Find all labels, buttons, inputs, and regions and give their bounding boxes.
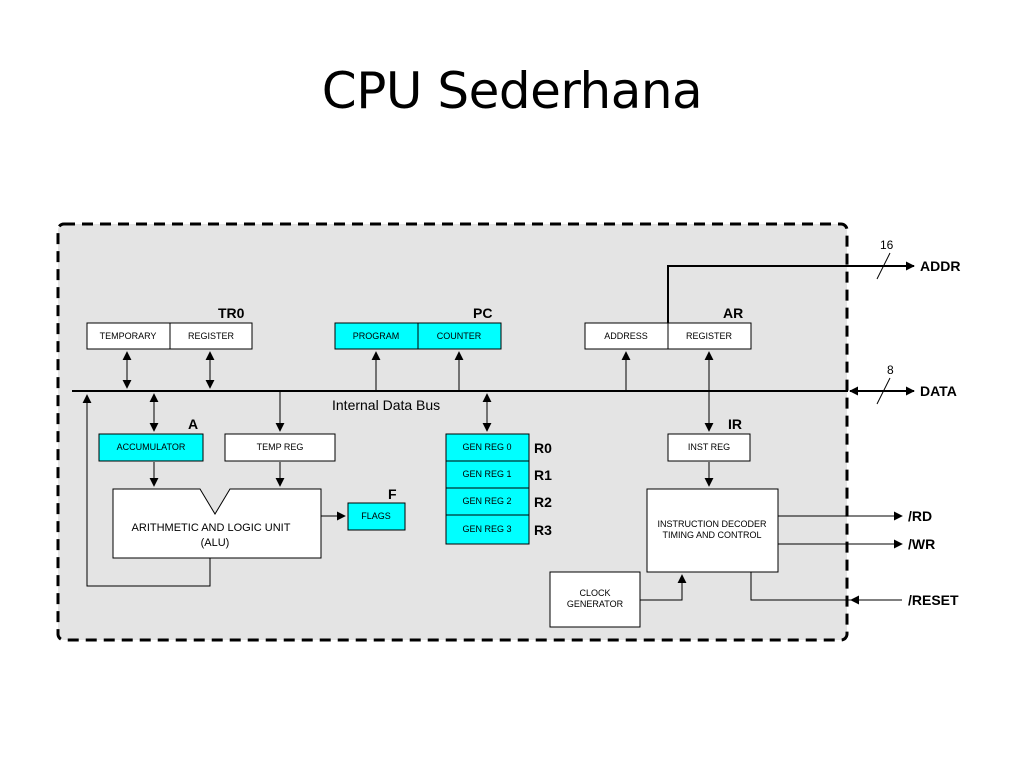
clock-generator-box (549, 571, 641, 628)
temp-reg-box (224, 433, 336, 462)
clock-label-line1: CLOCK (579, 588, 610, 598)
accumulator-box (98, 433, 204, 462)
pc-register-left (334, 322, 419, 350)
inst-reg-box (667, 433, 751, 462)
gen-reg-2-name: R2 (534, 494, 552, 510)
clock-to-decoder (640, 574, 687, 601)
addr-bus-line (667, 261, 915, 323)
flags-name: F (388, 486, 397, 502)
flags-label: FLAGS (361, 511, 391, 521)
tr0-name: TR0 (218, 305, 245, 321)
cpu-boundary (56, 222, 849, 642)
gen-reg-3-box (445, 514, 530, 545)
pc-name: PC (473, 305, 492, 321)
pc-register-right (417, 322, 502, 350)
gen-reg-2-label: GEN REG 2 (462, 496, 511, 506)
temp-reg-label: TEMP REG (257, 442, 304, 452)
inst-reg-label: INST REG (688, 442, 730, 452)
flags-box (347, 502, 406, 531)
bus-label: Internal Data Bus (332, 397, 440, 413)
tr0-register-left (86, 322, 171, 350)
ir-name: IR (728, 416, 742, 432)
decoder-box (646, 488, 779, 573)
accumulator-name: A (188, 416, 198, 432)
accumulator-label: ACCUMULATOR (117, 442, 186, 452)
reset-to-decoder (750, 572, 851, 601)
ar-label-right: REGISTER (686, 331, 733, 341)
pc-label-right: COUNTER (437, 331, 482, 341)
wr-signal-label: /WR (908, 536, 935, 552)
gen-reg-0-box (445, 433, 530, 462)
alu-label-line2: (ALU) (201, 537, 230, 549)
ar-label-left: ADDRESS (604, 331, 648, 341)
tr0-label-right: REGISTER (188, 331, 235, 341)
tr0-label-left: TEMPORARY (100, 331, 157, 341)
gen-reg-1-name: R1 (534, 467, 552, 483)
gen-reg-0-name: R0 (534, 440, 552, 456)
decoder-label-line1: INSTRUCTION DECODER (657, 519, 767, 529)
tr0-register-right (169, 322, 253, 350)
alu-feedback-to-bus (82, 394, 211, 587)
clock-label-line2: GENERATOR (567, 599, 624, 609)
gen-reg-2-box (445, 487, 530, 516)
gen-reg-0-label: GEN REG 0 (462, 442, 511, 452)
pc-label-left: PROGRAM (353, 331, 400, 341)
rd-signal-label: /RD (908, 508, 932, 524)
addr-width-label: 16 (880, 238, 894, 252)
alu-label-line1: ARITHMETIC AND LOGIC UNIT (132, 522, 291, 534)
ar-name: AR (723, 305, 743, 321)
slide-title: CPU Sederhana (321, 62, 703, 120)
addr-signal-label: ADDR (920, 258, 960, 274)
data-width-tick (876, 377, 891, 405)
gen-reg-3-name: R3 (534, 522, 552, 538)
alu-box (112, 488, 322, 559)
addr-width-tick (876, 252, 891, 280)
gen-reg-1-label: GEN REG 1 (462, 469, 511, 479)
data-width-label: 8 (887, 363, 894, 377)
data-signal-label: DATA (920, 383, 957, 399)
ar-register-right (667, 322, 752, 350)
reset-signal-label: /RESET (908, 592, 959, 608)
gen-reg-3-label: GEN REG 3 (462, 524, 511, 534)
decoder-label-line2: TIMING AND CONTROL (662, 530, 761, 540)
